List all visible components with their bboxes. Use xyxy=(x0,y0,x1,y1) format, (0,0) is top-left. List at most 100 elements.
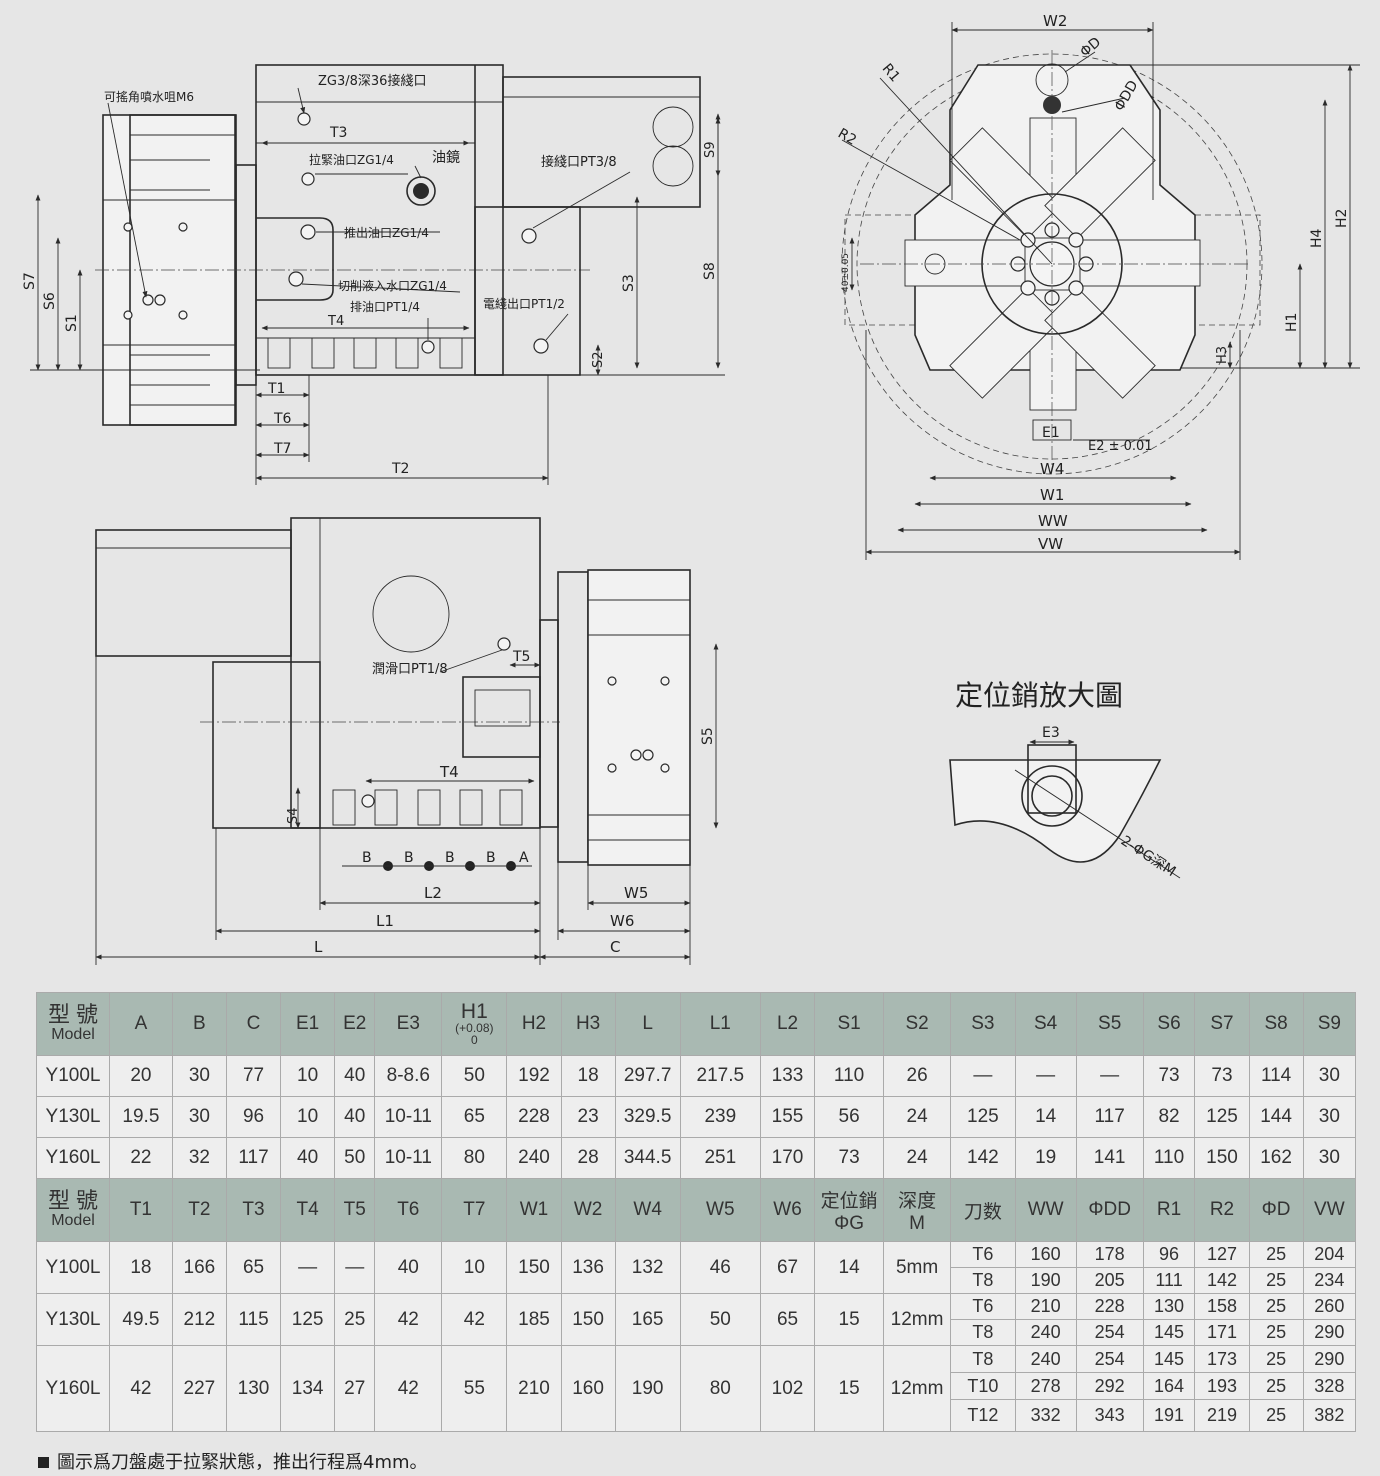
sub-cell-1: 240 xyxy=(1014,1319,1077,1346)
sub-cell-0: T10 xyxy=(950,1372,1016,1400)
cell-H1: 65 xyxy=(441,1096,508,1138)
col-W4: W4 xyxy=(614,1178,681,1242)
cell-S1: 110 xyxy=(814,1055,885,1097)
col-T7: T7 xyxy=(441,1178,508,1242)
cell-W1: 210 xyxy=(506,1345,562,1432)
cell-S6: 82 xyxy=(1142,1096,1196,1138)
cell-T4: — xyxy=(280,1241,336,1294)
cell-S9: 30 xyxy=(1302,1055,1357,1097)
cell-L: 329.5 xyxy=(614,1096,681,1138)
dim-T1: T1 xyxy=(267,381,285,397)
col-T4: T4 xyxy=(280,1178,336,1242)
sub-cell-6: 290 xyxy=(1302,1319,1357,1346)
cell-H1: 80 xyxy=(441,1137,508,1179)
col-E2: E2 xyxy=(334,992,376,1056)
sub-cell-4: 193 xyxy=(1194,1372,1250,1400)
cell-S3: — xyxy=(950,1055,1016,1097)
cell-T2: 227 xyxy=(171,1345,227,1432)
footnote-text: 圖示爲刀盤處于拉緊狀態，推出行程爲4mm。 xyxy=(57,1452,428,1473)
cell-E1: 10 xyxy=(280,1096,336,1138)
cell-C: 117 xyxy=(225,1137,282,1179)
cell-S8: 114 xyxy=(1248,1055,1304,1097)
sub-cell-0: T6 xyxy=(950,1241,1016,1268)
col-S7: S7 xyxy=(1194,992,1250,1056)
cell-S6: 73 xyxy=(1142,1055,1196,1097)
col-S4: S4 xyxy=(1014,992,1077,1056)
label-coolant: 切削液入水口ZG1/4 xyxy=(338,278,447,293)
sub-cell-1: 160 xyxy=(1014,1241,1077,1268)
col-VW: VW xyxy=(1302,1178,1357,1242)
col-H3: H3 xyxy=(560,992,616,1056)
technical-drawing: 可搖角噴水咀M6 ZG3/8深36接綫口 T3 拉緊油口ZG1/4 油鏡 接綫口… xyxy=(22,12,1360,965)
mark-B3: B xyxy=(445,850,455,866)
label-pull-oil: 拉緊油口ZG1/4 xyxy=(309,152,394,167)
label-push-oil: 推出油口ZG1/4 xyxy=(344,226,429,240)
col-T6: T6 xyxy=(374,1178,443,1242)
dim-S7: S7 xyxy=(22,272,38,290)
cell-S9: 30 xyxy=(1302,1096,1357,1138)
cell-B: 30 xyxy=(171,1096,227,1138)
cell-H2: 240 xyxy=(506,1137,562,1179)
sub-cell-5: 25 xyxy=(1248,1293,1304,1320)
cell-T4: 134 xyxy=(280,1345,336,1432)
mark-A: A xyxy=(519,850,529,866)
cell-T5: 27 xyxy=(334,1345,376,1432)
dim-tol: 40±0.05 xyxy=(841,253,851,292)
col-L: L xyxy=(614,992,681,1056)
col-W1: W1 xyxy=(506,1178,562,1242)
cell-S1: 73 xyxy=(814,1137,885,1179)
model-cell: Y100L xyxy=(36,1241,110,1294)
cell-E2: 50 xyxy=(334,1137,376,1179)
sub-cell-5: 25 xyxy=(1248,1372,1304,1400)
sub-cell-3: 145 xyxy=(1142,1345,1196,1373)
pin-detail xyxy=(949,739,1181,879)
dim-T3: T3 xyxy=(329,125,347,141)
label-wire-out: 電綫出口PT1/2 xyxy=(483,297,565,311)
cell-S6: 110 xyxy=(1142,1137,1196,1179)
cell-W2: 160 xyxy=(560,1345,616,1432)
cell-T6: 40 xyxy=(374,1241,443,1294)
cell-G: 14 xyxy=(814,1241,885,1294)
cell-T1: 49.5 xyxy=(109,1293,173,1346)
sub-cell-6: 382 xyxy=(1302,1399,1357,1432)
col-S2: S2 xyxy=(883,992,952,1056)
sub-cell-0: T6 xyxy=(950,1293,1016,1320)
dim-H4: H4 xyxy=(1309,228,1325,248)
cell-S9: 30 xyxy=(1302,1137,1357,1179)
sub-cell-0: T8 xyxy=(950,1345,1016,1373)
dim-R1: R1 xyxy=(879,61,903,86)
cell-B: 30 xyxy=(171,1055,227,1097)
cell-M: 12mm xyxy=(883,1345,952,1432)
col-H1: H1(+0.08)0 xyxy=(441,992,508,1056)
label-drain: 排油口PT1/4 xyxy=(350,300,420,314)
cell-T2: 166 xyxy=(171,1241,227,1294)
sub-cell-4: 171 xyxy=(1194,1319,1250,1346)
cell-S4: 14 xyxy=(1014,1096,1077,1138)
col-S8: S8 xyxy=(1248,992,1304,1056)
col-DD: ΦDD xyxy=(1075,1178,1144,1242)
dim-T2: T2 xyxy=(391,461,409,477)
cell-S8: 144 xyxy=(1248,1096,1304,1138)
col-T5: T5 xyxy=(334,1178,376,1242)
sub-cell-2: 254 xyxy=(1075,1319,1144,1346)
dim-T5: T5 xyxy=(512,649,530,665)
cell-L2: 170 xyxy=(759,1137,816,1179)
dim-T4-top: T4 xyxy=(327,314,344,329)
cell-C: 77 xyxy=(225,1055,282,1097)
col-L1: L1 xyxy=(679,992,761,1056)
dim-E3: E3 xyxy=(1042,725,1060,741)
cell-W1: 150 xyxy=(506,1241,562,1294)
model-cell: Y160L xyxy=(36,1345,110,1432)
dim-T7: T7 xyxy=(273,441,291,457)
cell-H3: 28 xyxy=(560,1137,616,1179)
cell-E3: 8-8.6 xyxy=(374,1055,443,1097)
side-view-top xyxy=(30,64,725,485)
cell-W5: 80 xyxy=(679,1345,761,1432)
